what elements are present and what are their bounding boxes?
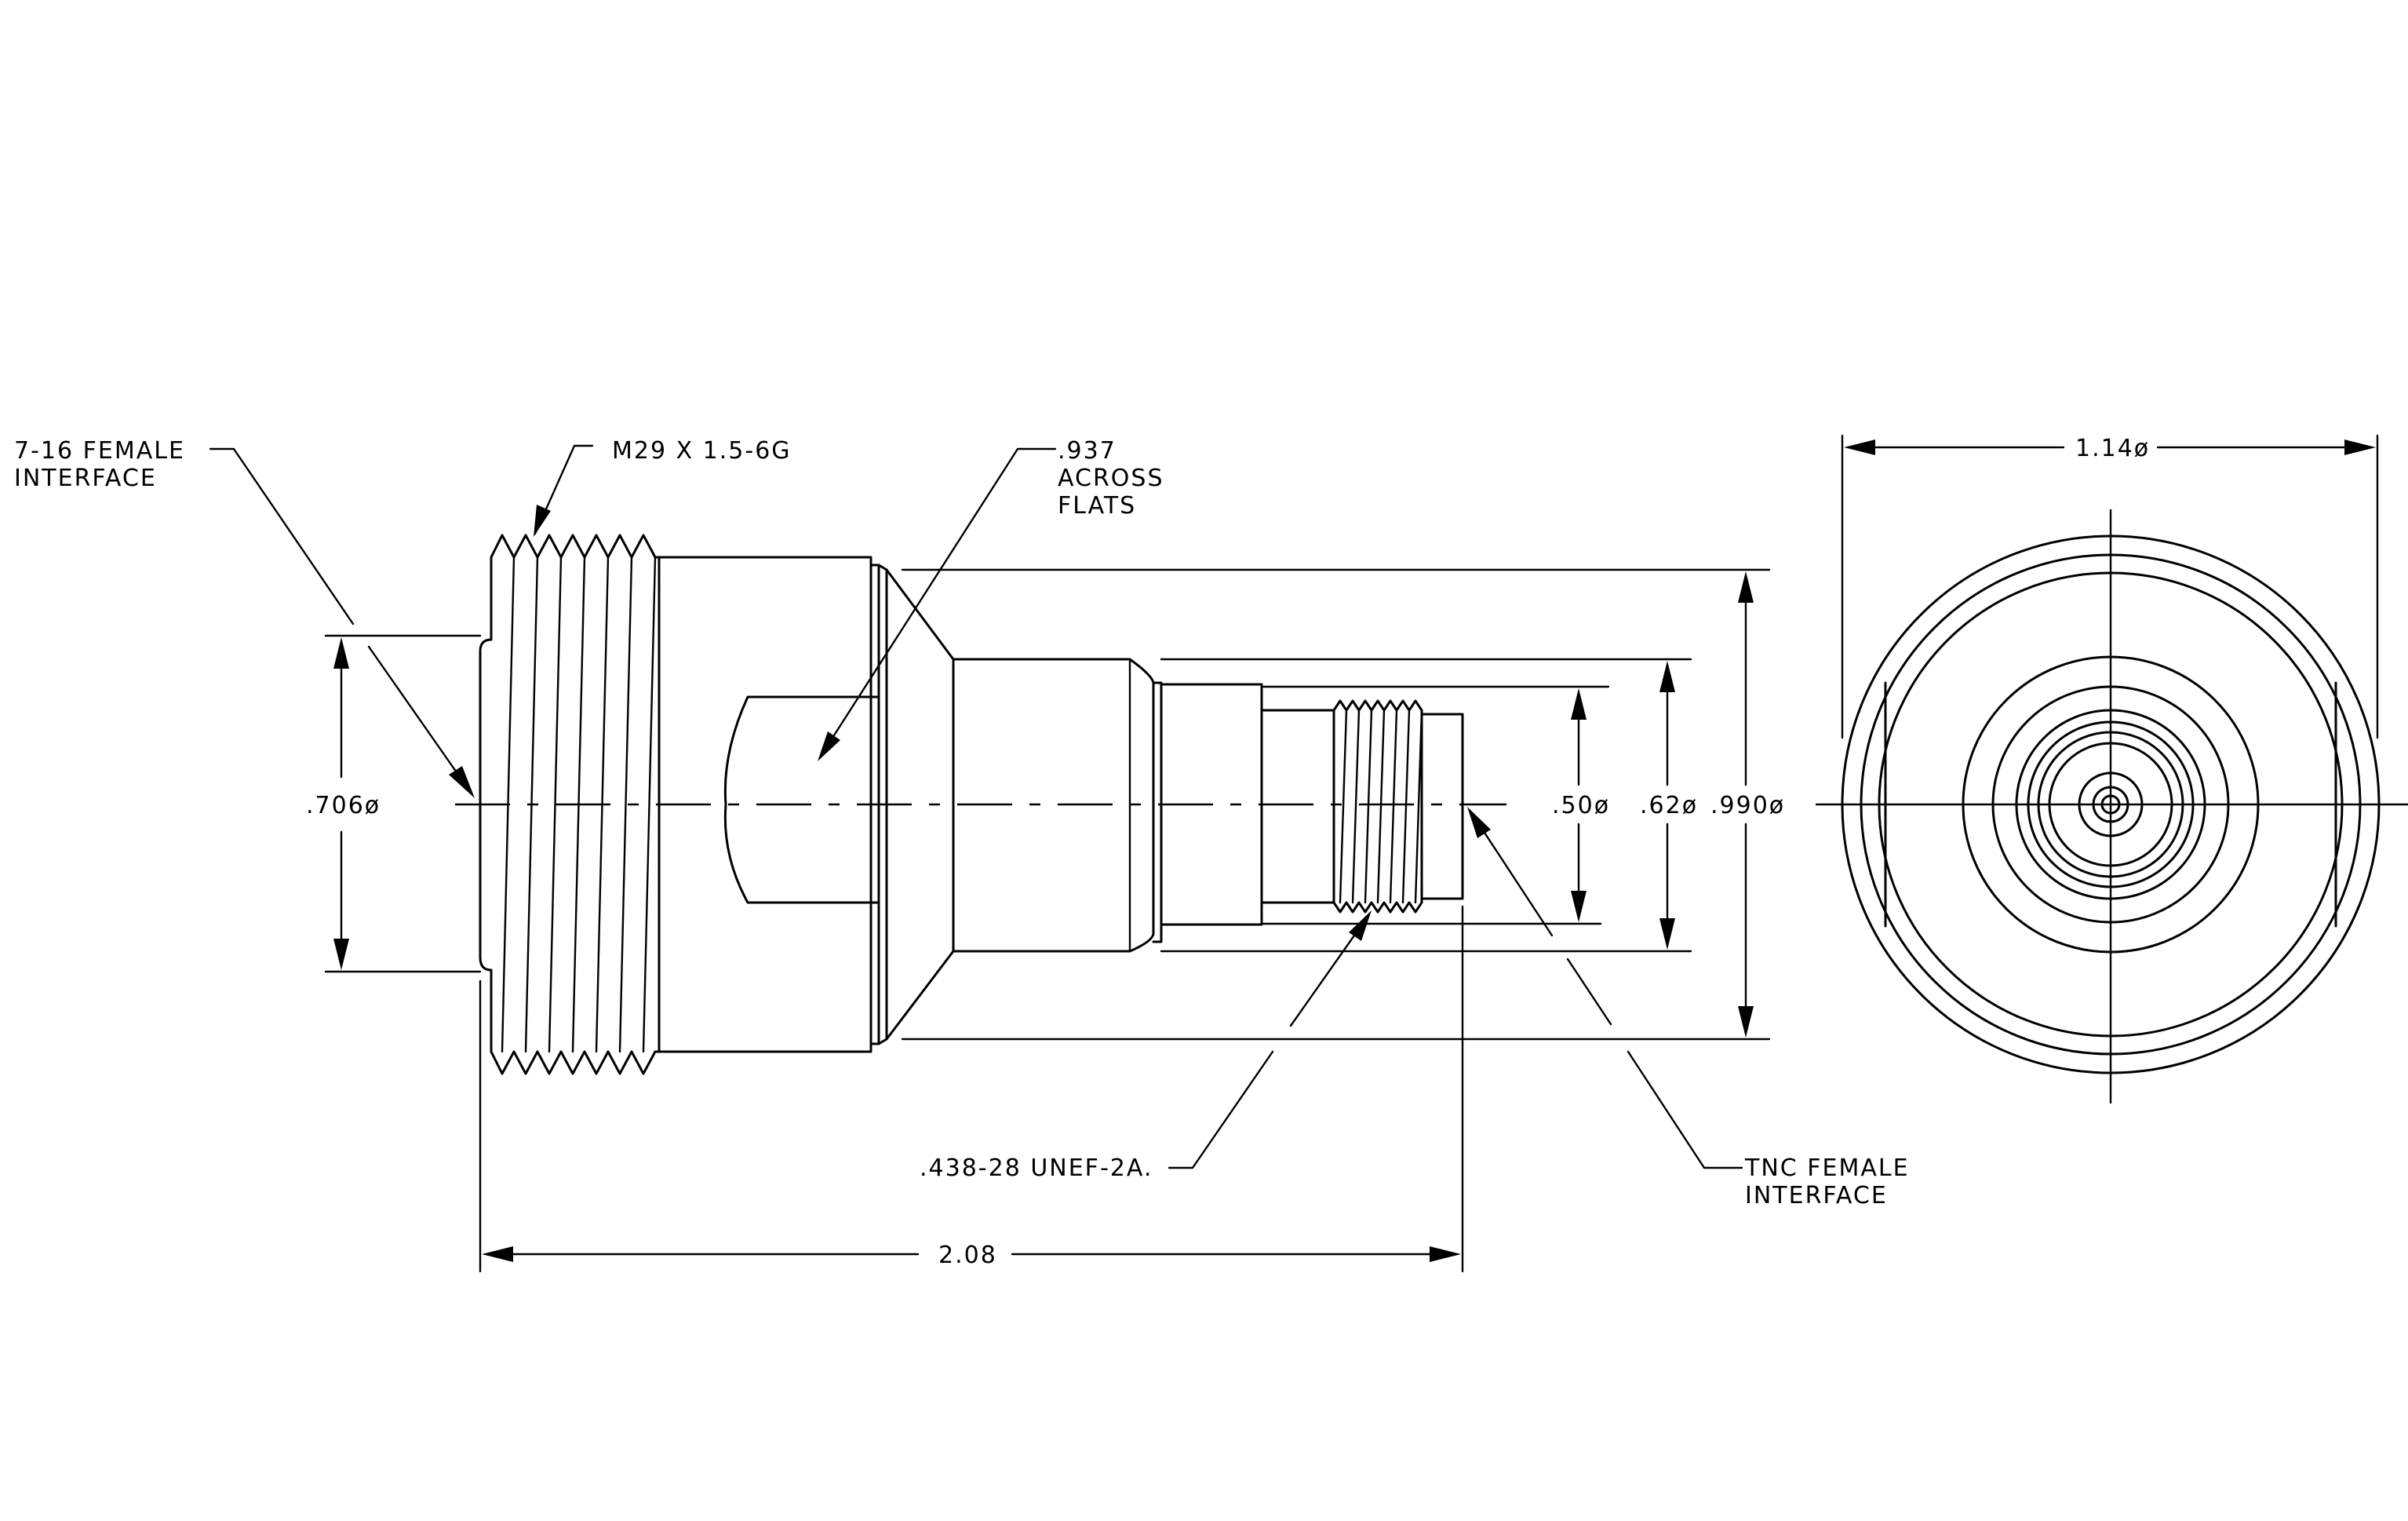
tnc-thread	[1332, 699, 1423, 914]
leader-flats-arrow	[818, 731, 840, 761]
end-view-contact-inner	[2100, 794, 2121, 815]
end-view-ring-2	[1860, 553, 2362, 1056]
dimensions	[324, 434, 2379, 1273]
side-view	[455, 534, 1506, 1075]
leader-unef-arrow	[1349, 910, 1372, 941]
label-tnc-line-2: INTERFACE	[1745, 1182, 1888, 1209]
dim-208-arrow-right	[1430, 1246, 1461, 1262]
tnc-thread-crest-lines	[1339, 709, 1423, 904]
tnc-thread-base	[1260, 709, 1335, 904]
tnc-end	[1420, 713, 1464, 900]
dim-114-arrow-right	[2344, 440, 2376, 455]
end-view-ring-10	[2078, 771, 2144, 837]
leader-m29-arrow	[534, 505, 551, 537]
end-view-ring-9	[2048, 742, 2173, 867]
label-unef-thread: .438-28 UNEF-2A.	[920, 1154, 1153, 1182]
dim-114-arrow-left	[1844, 440, 1875, 455]
dim-62-arrow-bottom	[1659, 918, 1675, 950]
label-dia-114: 1.14ø	[2075, 435, 2150, 462]
dim-990-arrow-top	[1738, 571, 1754, 603]
wrench-flat	[723, 695, 880, 904]
thread-section-outline	[490, 534, 661, 1075]
end-view-ring-6	[2015, 709, 2206, 900]
dim-208-arrow-left	[482, 1246, 513, 1262]
end-view-outer-circle	[1841, 534, 2381, 1074]
end-view	[1815, 509, 2408, 1104]
dim-62-arrow-top	[1659, 661, 1675, 692]
main-body	[658, 556, 872, 1053]
end-view-contact-outer	[2092, 786, 2129, 823]
end-view-ring-8	[2037, 731, 2184, 878]
label-across-flats-line-2: ACROSS	[1058, 465, 1164, 492]
dim-50-arrow-bottom	[1571, 891, 1587, 922]
collar-flange	[877, 564, 888, 1045]
label-dia-706: .706ø	[306, 792, 381, 819]
label-m29-thread: M29 X 1.5-6G	[612, 437, 792, 465]
end-view-ring-3	[1878, 571, 2344, 1038]
label-7-16-line-2: INTERFACE	[14, 465, 157, 492]
end-view-ring-7	[2027, 720, 2195, 888]
leader-7-16-arrow	[449, 766, 475, 798]
end-view-ring-5	[1991, 685, 2230, 924]
label-tnc-line-1: TNC FEMALE	[1744, 1154, 1910, 1182]
dim-990-arrow-bottom	[1738, 1006, 1754, 1038]
dim-50-arrow-top	[1571, 688, 1587, 720]
leaders	[209, 444, 1743, 1169]
tnc-step	[1160, 683, 1263, 926]
label-dia-62: .62ø	[1640, 792, 1698, 819]
label-dia-990: .990ø	[1710, 792, 1785, 819]
label-dia-50: .50ø	[1552, 792, 1610, 819]
label-across-flats-line-3: FLATS	[1058, 492, 1136, 520]
chamfer-top	[885, 568, 955, 661]
label-length-208: 2.08	[938, 1242, 997, 1269]
leader-tnc-arrow	[1467, 807, 1491, 838]
chamfer-bottom	[885, 950, 955, 1041]
collar	[869, 564, 880, 1045]
dim-706-arrow-top	[333, 637, 349, 669]
label-across-flats-line-1: .937	[1058, 437, 1117, 465]
thread-crest-lines	[501, 556, 657, 1053]
tnc-body	[952, 658, 1155, 953]
front-lip	[479, 638, 493, 972]
dim-706-arrow-bottom	[333, 939, 349, 970]
labels: 7-16 FEMALE INTERFACE M29 X 1.5-6G .937 …	[14, 435, 2150, 1269]
label-7-16-line-1: 7-16 FEMALE	[14, 437, 185, 465]
end-view-ring-4	[1962, 655, 2260, 954]
